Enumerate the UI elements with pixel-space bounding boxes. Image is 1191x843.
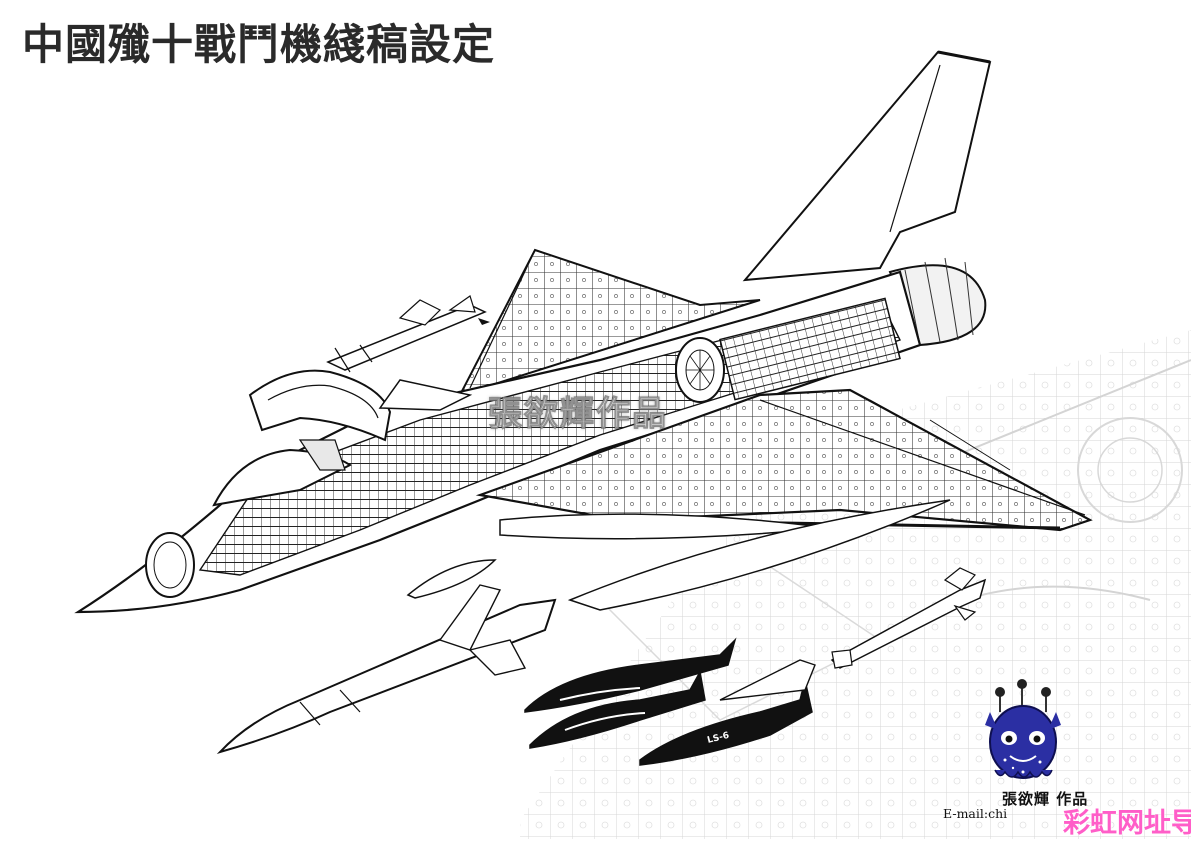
- vertical-tail: [742, 50, 992, 282]
- missile-top-left: [326, 295, 490, 373]
- canopy: [212, 369, 392, 507]
- artist-watermark: 張欲輝作品: [488, 394, 668, 435]
- author-signature: 張欲輝 作品: [1002, 790, 1089, 808]
- mascot-logo-icon: [985, 679, 1061, 779]
- author-email: E-mail:chi: [943, 806, 1008, 821]
- engine-cutaway: [675, 297, 901, 403]
- small-pod: [406, 559, 497, 599]
- small-missile-right: [830, 567, 987, 669]
- fuselage: [74, 270, 922, 614]
- external-fuel-tanks: [499, 499, 951, 611]
- canard: [378, 379, 473, 411]
- large-missile: [216, 584, 557, 754]
- guided-bombs: [524, 637, 816, 766]
- site-watermark: 彩虹网址导航: [1063, 808, 1191, 839]
- far-wing: [458, 248, 761, 397]
- page-title: 中國殲十戰鬥機綫稿設定: [22, 20, 496, 69]
- radome: [145, 532, 195, 598]
